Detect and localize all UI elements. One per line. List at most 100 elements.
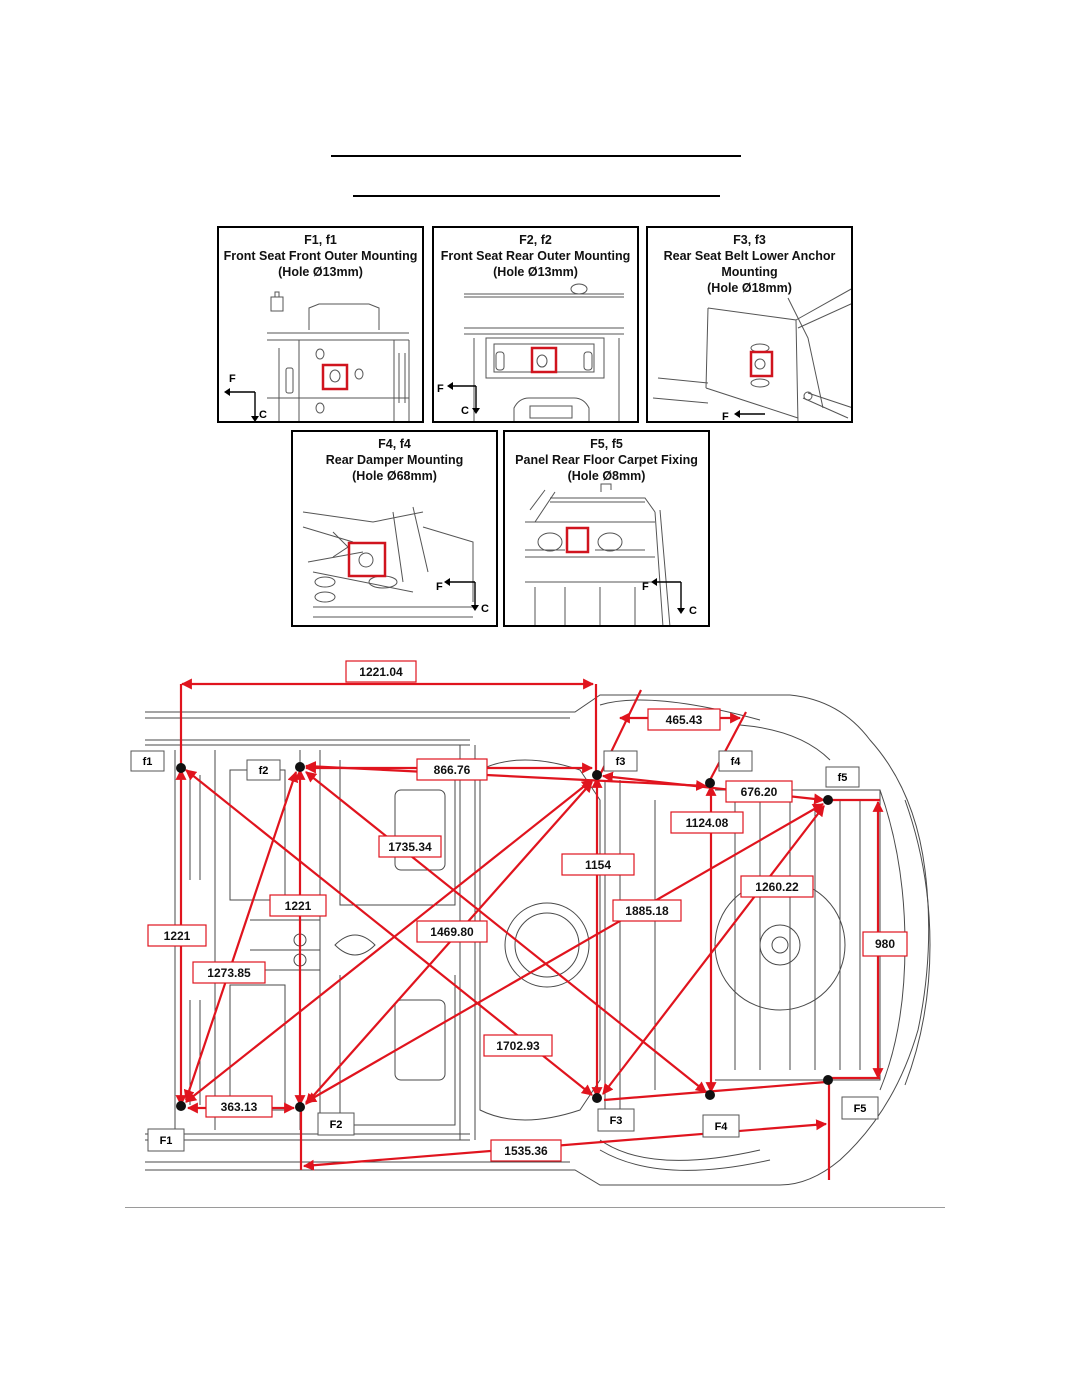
- dim-1221-vertical: 1221: [147, 924, 207, 947]
- svg-text:F3: F3: [610, 1115, 623, 1127]
- panel-code: F3, f3: [733, 233, 766, 247]
- point-f5: [823, 795, 833, 805]
- panel-f4: F4, f4 Rear Damper Mounting (Hole Ø68mm)…: [291, 430, 498, 627]
- dim-1273-85: 1273.85: [192, 961, 266, 984]
- dim-1735-34: 1735.34: [378, 835, 442, 858]
- dim-1702-93: 1702.93: [483, 1034, 553, 1057]
- label-F4: F4: [702, 1114, 740, 1138]
- panel-line: (Hole Ø68mm): [352, 469, 437, 483]
- svg-text:676.20: 676.20: [741, 785, 778, 799]
- direction-f: F: [229, 373, 236, 385]
- point-f3: [592, 770, 602, 780]
- panel-code: F5, f5: [590, 437, 623, 451]
- svg-text:1154: 1154: [585, 858, 611, 872]
- svg-text:F4: F4: [715, 1121, 729, 1133]
- svg-text:1702.93: 1702.93: [496, 1039, 540, 1053]
- dim-866-76: 866.76: [416, 758, 488, 781]
- panel-f3: F3, f3 Rear Seat Belt Lower Anchor Mount…: [646, 226, 853, 423]
- svg-text:1273.85: 1273.85: [207, 966, 251, 980]
- dim-1260-22: 1260.22: [740, 875, 814, 898]
- svg-text:1885.18: 1885.18: [625, 904, 669, 918]
- panel-line: Front Seat Rear Outer Mounting: [440, 249, 631, 263]
- svg-text:f2: f2: [259, 765, 269, 777]
- dim-1221-04: 1221.04: [345, 660, 417, 683]
- svg-text:1469.80: 1469.80: [430, 925, 474, 939]
- svg-text:F1: F1: [160, 1135, 173, 1147]
- panel-sketch: F C: [224, 291, 410, 421]
- point-F2: [295, 1102, 305, 1112]
- svg-text:1221.04: 1221.04: [359, 665, 403, 679]
- svg-text:1735.34: 1735.34: [388, 840, 432, 854]
- panel-code: F1, f1: [304, 233, 337, 247]
- svg-text:F2: F2: [330, 1119, 343, 1131]
- panel-line: (Hole Ø13mm): [493, 265, 578, 279]
- label-F3: F3: [597, 1108, 635, 1132]
- label-f5: f5: [825, 766, 860, 788]
- svg-text:1221: 1221: [285, 899, 312, 913]
- direction-c: C: [689, 605, 697, 617]
- direction-f: F: [642, 581, 649, 593]
- label-F2: F2: [317, 1112, 355, 1136]
- panel-line: Rear Seat Belt Lower Anchor: [663, 249, 836, 263]
- panel-f2: F2, f2 Front Seat Rear Outer Mounting (H…: [432, 226, 639, 423]
- panel-line: Front Seat Front Outer Mounting: [223, 249, 418, 263]
- title-rule-1: [331, 155, 741, 157]
- direction-c: C: [481, 603, 489, 615]
- dim-1535-36: 1535.36: [490, 1139, 562, 1162]
- bottom-divider: [125, 1207, 945, 1208]
- direction-f: F: [436, 581, 443, 593]
- panel-code: F4, f4: [378, 437, 411, 451]
- dimension-lines: [175, 678, 884, 1180]
- label-f3: f3: [603, 750, 638, 772]
- svg-text:1535.36: 1535.36: [504, 1144, 548, 1158]
- direction-c: C: [259, 409, 267, 421]
- point-f2: [295, 762, 305, 772]
- panel-title: F4, f4 Rear Damper Mounting (Hole Ø68mm): [293, 436, 496, 484]
- label-f4: f4: [718, 750, 753, 772]
- dim-980: 980: [862, 931, 908, 957]
- panel-title: F1, f1 Front Seat Front Outer Mounting (…: [219, 232, 422, 280]
- point-F3: [592, 1093, 602, 1103]
- point-f1: [176, 763, 186, 773]
- svg-text:f3: f3: [616, 756, 626, 768]
- panel-line: (Hole Ø8mm): [567, 469, 646, 483]
- dim-1154: 1154: [561, 853, 635, 876]
- panel-title: F2, f2 Front Seat Rear Outer Mounting (H…: [434, 232, 637, 280]
- panel-title: F3, f3 Rear Seat Belt Lower Anchor Mount…: [648, 232, 851, 296]
- label-F5: F5: [841, 1096, 879, 1120]
- svg-text:866.76: 866.76: [434, 763, 471, 777]
- panel-f1: F1, f1 Front Seat Front Outer Mounting (…: [217, 226, 424, 423]
- panel-code: F2, f2: [519, 233, 552, 247]
- svg-text:1260.22: 1260.22: [755, 880, 799, 894]
- point-F1: [176, 1101, 186, 1111]
- direction-f: F: [437, 383, 444, 395]
- panel-f5: F5, f5 Panel Rear Floor Carpet Fixing (H…: [503, 430, 710, 627]
- svg-text:1221: 1221: [164, 929, 191, 943]
- panel-sketch: F C: [525, 483, 697, 625]
- svg-text:465.43: 465.43: [666, 713, 703, 727]
- panel-sketch: F C: [437, 283, 624, 421]
- point-F4: [705, 1090, 715, 1100]
- dim-676-20: 676.20: [725, 780, 793, 803]
- panel-sketch: F C: [302, 506, 489, 618]
- svg-text:f5: f5: [838, 772, 848, 784]
- panel-sketch: F: [652, 288, 851, 421]
- panel-line: Mounting: [721, 265, 778, 279]
- svg-text:F5: F5: [854, 1103, 867, 1115]
- dim-1885-18: 1885.18: [612, 899, 682, 922]
- panel-line: (Hole Ø18mm): [707, 281, 792, 295]
- panel-line: (Hole Ø13mm): [278, 265, 363, 279]
- svg-text:363.13: 363.13: [221, 1100, 258, 1114]
- label-f2: f2: [246, 759, 281, 781]
- panel-line: Panel Rear Floor Carpet Fixing: [515, 453, 698, 467]
- direction-c: C: [461, 405, 469, 417]
- dim-1469-80: 1469.80: [416, 920, 488, 943]
- label-F1: F1: [147, 1128, 185, 1152]
- dim-363-13: 363.13: [205, 1095, 273, 1118]
- panel-title: F5, f5 Panel Rear Floor Carpet Fixing (H…: [505, 436, 708, 484]
- svg-text:1124.08: 1124.08: [686, 816, 729, 830]
- label-f1: f1: [130, 750, 165, 772]
- point-f4: [705, 778, 715, 788]
- measurement-points: [176, 762, 833, 1112]
- underbody-diagram: f1 f2 f3 f4 f5 F1 F2 F3 F4 F5 1221.04 46…: [130, 660, 931, 1186]
